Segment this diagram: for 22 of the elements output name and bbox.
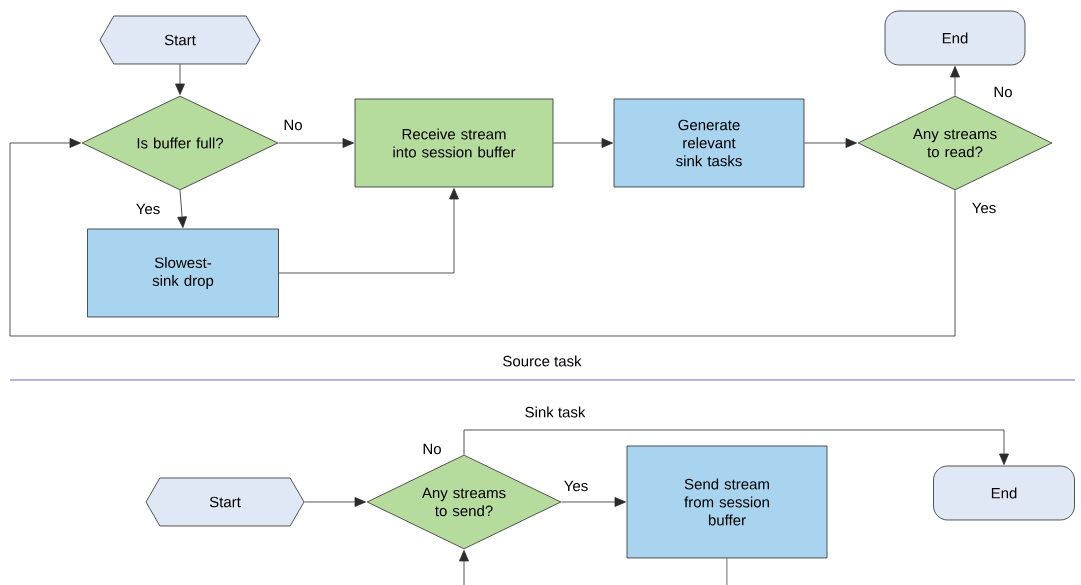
arrow <box>459 550 728 585</box>
process-box: Receive stream into session buffer <box>354 98 554 188</box>
arrow <box>278 138 354 148</box>
arrow <box>553 138 613 148</box>
section-label: Source task <box>503 355 582 367</box>
arrow <box>175 64 185 95</box>
process-box: Generate relevant sink tasks <box>613 98 805 188</box>
arrow <box>278 188 459 274</box>
arrow <box>177 190 187 228</box>
arrow <box>463 429 1009 465</box>
process-box: Send stream from session buffer <box>626 445 828 559</box>
end-terminal: End <box>884 10 1026 66</box>
section-label: Sink task <box>525 406 586 418</box>
arrow <box>561 497 626 507</box>
process-box: Slowest-sink drop <box>87 228 279 318</box>
arrow <box>804 138 857 148</box>
end-terminal: End <box>933 465 1075 521</box>
arrow <box>9 138 956 337</box>
start-hexagon: Start <box>145 477 305 527</box>
arrow <box>304 497 366 507</box>
start-hexagon: Start <box>99 15 261 65</box>
arrow <box>950 66 960 96</box>
